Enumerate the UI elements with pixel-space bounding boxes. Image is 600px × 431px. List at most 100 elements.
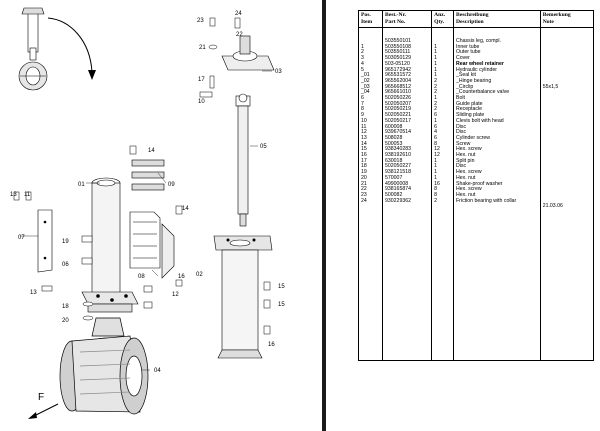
cell-part: 965562004 bbox=[382, 78, 433, 85]
cell-part: 630018 bbox=[382, 158, 433, 165]
cell-part: 508028 bbox=[382, 135, 433, 142]
callout-21: 21 bbox=[199, 45, 206, 51]
cell-note bbox=[539, 141, 595, 148]
cell-note bbox=[539, 78, 595, 85]
cell-note bbox=[539, 90, 595, 97]
cover-plate bbox=[221, 35, 275, 71]
parts-table: Pos.Item Best.-Nr.Part No. Anz.Qty. Besc… bbox=[357, 10, 595, 362]
cell-qty: 2 bbox=[431, 84, 455, 91]
cell-qty: 8 bbox=[431, 192, 455, 199]
cell-part: 502050226 bbox=[382, 95, 433, 102]
header-qty: Anz.Qty. bbox=[431, 10, 455, 28]
cell-qty: 1 bbox=[431, 67, 455, 74]
sliding-plates bbox=[131, 159, 165, 191]
cell-part: 965172942 bbox=[382, 67, 433, 74]
overview-leg-illustration bbox=[18, 7, 48, 91]
cell-qty: 2 bbox=[431, 90, 455, 97]
callout-20: 20 bbox=[62, 318, 69, 324]
cell-note bbox=[539, 73, 595, 79]
callout-09: 09 bbox=[168, 182, 175, 188]
cell-qty: 12 bbox=[431, 147, 455, 154]
cell-part: 500053 bbox=[382, 141, 433, 148]
cell-note bbox=[539, 170, 595, 176]
cell-qty: 2 bbox=[431, 198, 455, 205]
cell-note: 21.03.06 bbox=[539, 204, 595, 362]
cell-desc: Chassis leg, compl. bbox=[453, 27, 541, 45]
cell-part bbox=[382, 204, 433, 362]
cell-part: 503-05120 bbox=[382, 61, 433, 68]
callout-19: 19 bbox=[62, 239, 69, 245]
receptacle bbox=[129, 211, 175, 279]
cell-part: 570007 bbox=[382, 175, 433, 182]
callout-23: 23 bbox=[197, 18, 204, 24]
cell-note bbox=[539, 50, 595, 57]
cell-part: 965531572 bbox=[382, 73, 433, 79]
callout-14a: 14 bbox=[148, 148, 155, 154]
cell-note bbox=[539, 96, 595, 102]
cell-note bbox=[539, 153, 595, 159]
callout-10: 10 bbox=[198, 99, 205, 105]
callout-22: 22 bbox=[236, 32, 243, 38]
callout-16b: 16 bbox=[268, 342, 275, 348]
cell-note bbox=[539, 124, 595, 131]
cell-part: 965668512 bbox=[382, 84, 433, 91]
cell-part: 938192610 bbox=[382, 152, 433, 159]
cell-pos bbox=[357, 27, 384, 45]
cell-part: 502050221 bbox=[382, 112, 433, 119]
cell-note bbox=[539, 192, 595, 199]
cell-part: 500082 bbox=[382, 192, 433, 199]
cell-part: 938121518 bbox=[382, 169, 433, 176]
cell-desc bbox=[453, 204, 541, 362]
cell-note: 55x1,5 bbox=[539, 84, 595, 91]
header-part: Best.-Nr.Part No. bbox=[382, 10, 433, 28]
cell-qty: 6 bbox=[431, 135, 455, 142]
cell-qty: 2 bbox=[431, 107, 455, 114]
cell-note bbox=[539, 107, 595, 114]
callout-03: 03 bbox=[275, 69, 282, 75]
cell-part: 938340283 bbox=[382, 147, 433, 154]
cell-qty: 1 bbox=[431, 158, 455, 165]
cell-part: 503550108 bbox=[382, 44, 433, 51]
outer-tube-assembly bbox=[81, 177, 139, 313]
cell-qty: 1 bbox=[431, 169, 455, 176]
cell-qty: 2 bbox=[431, 101, 455, 108]
cell-qty: 2 bbox=[431, 78, 455, 85]
exploded-view-diagram: F bbox=[10, 7, 285, 419]
callout-24: 24 bbox=[235, 11, 242, 17]
cell-note bbox=[539, 175, 595, 182]
cell-qty: 1 bbox=[431, 61, 455, 68]
parts-list-panel: Pos.Item Best.-Nr.Part No. Anz.Qty. Besc… bbox=[330, 0, 600, 431]
cell-note bbox=[539, 44, 595, 51]
cell-note bbox=[539, 130, 595, 136]
cell-part: 939670514 bbox=[382, 130, 433, 136]
callout-17: 17 bbox=[198, 77, 205, 83]
view-arrow bbox=[47, 17, 93, 73]
callout-15b: 15 bbox=[278, 302, 285, 308]
cell-note bbox=[539, 135, 595, 142]
cell-pos bbox=[357, 204, 384, 362]
cell-part: 600008 bbox=[382, 124, 433, 131]
cell-note bbox=[539, 198, 595, 205]
cell-part: 49900008 bbox=[382, 181, 433, 188]
callout-12: 12 bbox=[172, 292, 179, 298]
cell-note bbox=[539, 147, 595, 154]
cell-part: 502050219 bbox=[382, 107, 433, 114]
cell-qty: 16 bbox=[431, 181, 455, 188]
